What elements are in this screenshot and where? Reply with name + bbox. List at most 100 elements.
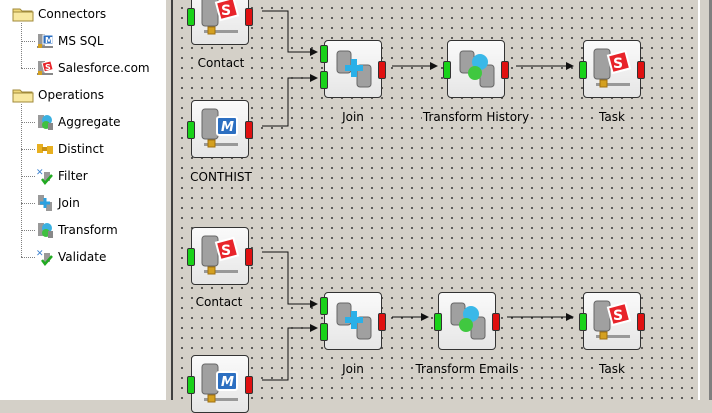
node-contact-source[interactable]: S [187,227,253,285]
input-port[interactable] [320,297,328,315]
salesforce-connector-icon: S [37,60,54,75]
tree-item-label: Filter [58,169,88,183]
output-port[interactable] [245,8,253,26]
svg-text:M: M [221,375,234,390]
distinct-icon [37,144,53,154]
node-label: Transform History [421,110,531,124]
tree-item-join[interactable]: Join [36,192,80,214]
svg-text:M: M [45,36,53,45]
output-port[interactable] [245,121,253,139]
node-transform-history[interactable] [443,40,509,98]
node-join[interactable] [320,292,386,350]
output-port[interactable] [637,313,645,331]
input-port[interactable] [579,61,587,79]
input-port[interactable] [443,61,451,79]
transform-icon [38,223,53,238]
tree-item-label: Distinct [58,142,104,156]
input-port[interactable] [187,248,195,266]
tree-item-label: Validate [58,250,107,264]
tree-item-label: MS SQL [58,34,104,48]
node-label: Join [341,110,365,124]
svg-text:S: S [613,56,623,72]
tree-item-label: Join [58,196,80,210]
output-port[interactable] [492,313,500,331]
validate-icon: ✕ [36,249,53,266]
tree-item-validate[interactable]: ✕ Validate [36,246,106,268]
node-conthist-source[interactable]: M [187,355,253,413]
node-contact-source[interactable]: S [187,0,253,45]
tree-line [21,68,35,69]
output-port[interactable] [637,61,645,79]
tree-line [21,149,35,150]
tree-line [21,104,22,257]
join-icon [38,195,52,211]
transform-icon [450,302,486,340]
tree-line [21,23,22,68]
svg-text:M: M [221,120,234,135]
tree-item-distinct[interactable]: Distinct [36,138,104,160]
svg-text:S: S [613,308,623,324]
input-port[interactable] [187,121,195,139]
input-port[interactable] [187,8,195,26]
input-port[interactable] [579,313,587,331]
svg-text:✕: ✕ [36,168,44,178]
node-conthist-source[interactable]: M [187,100,253,158]
folder-icon [12,8,34,22]
tree-line [21,176,35,177]
input-port[interactable] [434,313,442,331]
join-icon [336,302,372,340]
tree-item-filter[interactable]: ✕ Filter [36,165,88,187]
salesforce-source-icon: S [201,0,240,35]
node-label: Transform Emails [414,362,520,376]
tree-item-label: Transform [58,223,118,237]
aggregate-icon [38,115,53,130]
salesforce-target-icon: S [593,48,632,88]
svg-text:✕: ✕ [36,249,44,259]
node-transform-emails[interactable] [434,292,500,350]
node-label: Join [341,362,365,376]
node-task-target[interactable]: S [579,40,645,98]
output-port[interactable] [378,61,386,79]
output-port[interactable] [378,313,386,331]
tree-item-aggregate[interactable]: Aggregate [36,111,121,133]
transform-icon [459,50,495,88]
svg-text:S: S [221,3,231,19]
input-port[interactable] [187,376,195,394]
component-palette: Connectors M MS SQL S Salesforce.com Ope… [0,0,166,400]
filter-icon: ✕ [36,168,53,185]
tree-line [21,203,35,204]
ms-sql-connector-icon: M [37,34,54,48]
tree-line [21,257,35,258]
tree-item-label: Aggregate [58,115,121,129]
tree-group-connectors[interactable]: Connectors [12,3,106,25]
input-port[interactable] [320,323,328,341]
input-port[interactable] [320,71,328,89]
folder-icon [12,89,34,103]
node-label: CONTHIST [189,170,253,184]
node-join[interactable] [320,40,386,98]
node-label: Task [598,110,626,124]
output-port[interactable] [245,248,253,266]
output-port[interactable] [501,61,509,79]
tree-item-label: Salesforce.com [58,61,150,75]
input-port[interactable] [320,45,328,63]
node-label: Contact [196,56,246,70]
tree-group-operations[interactable]: Operations [12,84,104,106]
salesforce-source-icon: S [201,235,240,275]
node-task-target[interactable]: S [579,292,645,350]
tree-group-label: Operations [38,88,104,102]
svg-text:S: S [45,63,51,72]
tree-item-transform[interactable]: Transform [36,219,118,241]
ms-sql-source-icon: M [201,108,238,148]
node-label: Contact [194,295,244,309]
tree-line [21,122,35,123]
output-port[interactable] [245,376,253,394]
panel-splitter[interactable] [165,0,173,400]
salesforce-target-icon: S [593,300,632,340]
tree-group-label: Connectors [38,7,107,21]
tree-item-ms-sql[interactable]: M MS SQL [36,30,104,52]
ms-sql-source-icon: M [201,363,238,403]
join-icon [336,50,372,88]
tree-item-salesforce[interactable]: S Salesforce.com [36,57,150,79]
canvas-border [698,0,712,400]
